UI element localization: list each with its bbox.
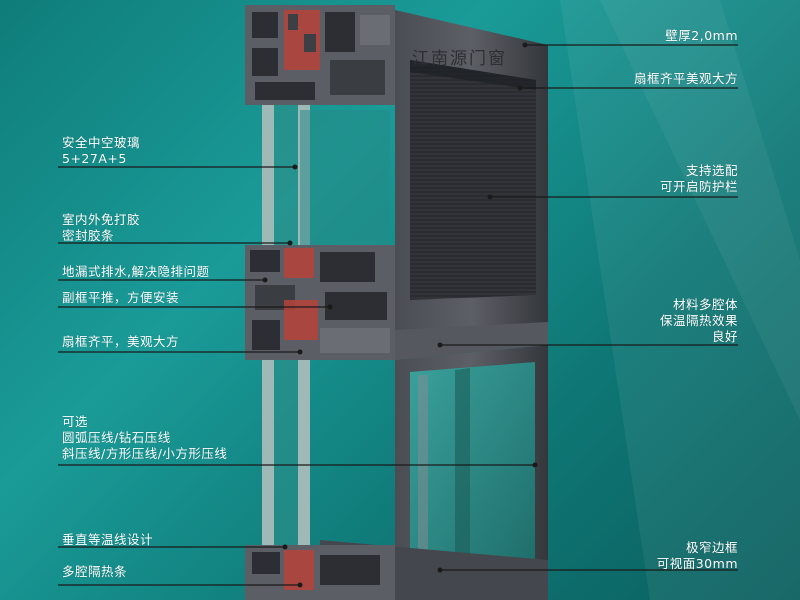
label-wall-thickness: 壁厚2,0mm: [665, 28, 738, 43]
label-subframe: 副框平推，方便安装: [62, 290, 180, 305]
pointer-lines: [58, 44, 738, 586]
label-guardrail: 支持选配 可开启防护栏: [659, 163, 738, 194]
pointer-dots: [262, 42, 538, 588]
label-flush-sash: 扇框齐平美观大方: [633, 71, 738, 86]
label-sealing-strip: 室内外免打胶 密封胶条: [62, 212, 141, 243]
brand-logo: 江南源门窗: [412, 49, 507, 69]
label-isotherm: 垂直等温线设计: [62, 532, 154, 547]
svg-text:江南源门窗: 江南源门窗: [412, 49, 507, 69]
label-narrow-frame: 极窄边框 可视面30mm: [656, 540, 738, 571]
label-bead-options: 可选 圆弧压线/钻石压线 斜压线/方形压线/小方形压线: [62, 414, 228, 461]
window-frame: [320, 10, 548, 600]
profile-cross-section: [245, 5, 395, 600]
label-multi-chamber: 材料多腔体 保温隔热效果 良好: [659, 297, 738, 344]
label-safety-glass: 安全中空玻璃 5+27A+5: [62, 135, 141, 166]
label-flush-frame: 扇框齐平，美观大方: [62, 334, 180, 349]
label-drainage: 地漏式排水,解决隐排问题: [62, 264, 210, 279]
label-thermal-break: 多腔隔热条: [62, 564, 128, 579]
